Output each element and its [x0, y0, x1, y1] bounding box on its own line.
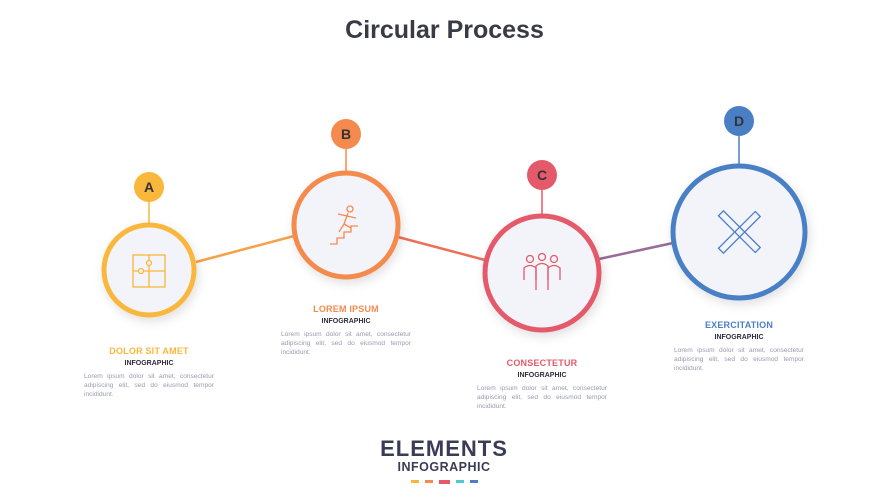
badge-c: C: [527, 160, 557, 190]
step-c-text: CONSECTETUR INFOGRAPHIC Lorem ipsum dolo…: [477, 358, 607, 411]
team-icon: [523, 252, 561, 290]
page-title: Circular Process: [345, 16, 544, 44]
step-label: CONSECTETUR: [506, 358, 578, 368]
elements-logo: ELEMENTS INFOGRAPHIC: [344, 438, 544, 484]
puzzle-icon: [132, 254, 166, 288]
step-c-circle: [482, 213, 602, 333]
step-d-text: EXERCITATION INFOGRAPHIC Lorem ipsum dol…: [674, 320, 804, 373]
logo-line1: ELEMENTS: [380, 436, 508, 461]
step-desc: Lorem ipsum dolor sit amet, consectetur …: [281, 331, 411, 356]
step-label: LOREM IPSUM: [313, 304, 379, 314]
step-d-circle: [670, 163, 808, 301]
stairs-climber-icon: [330, 205, 358, 245]
step-label: DOLOR SIT AMET: [109, 346, 189, 356]
svg-text:B: B: [341, 126, 351, 142]
connector-a-b: [195, 234, 295, 264]
connector-b-c: [397, 235, 486, 262]
badge-b: B: [331, 119, 361, 149]
badge-a: A: [134, 172, 164, 202]
step-sub: INFOGRAPHIC: [321, 318, 371, 325]
step-desc: Lorem ipsum dolor sit amet, consectetur …: [477, 385, 607, 410]
connector-c-d: [598, 241, 674, 261]
step-sub: INFOGRAPHIC: [124, 360, 174, 367]
step-desc: Lorem ipsum dolor sit amet, consectetur …: [674, 347, 804, 372]
step-desc: Lorem ipsum dolor sit amet, consectetur …: [84, 373, 214, 398]
step-a-text: DOLOR SIT AMET INFOGRAPHIC Lorem ipsum d…: [84, 346, 214, 399]
badge-d: D: [724, 106, 754, 136]
svg-text:D: D: [734, 113, 744, 129]
svg-text:A: A: [144, 179, 154, 195]
logo-line2: INFOGRAPHIC: [397, 460, 491, 474]
pencil-ruler-icon: [717, 209, 762, 255]
step-b-text: LOREM IPSUM INFOGRAPHIC Lorem ipsum dolo…: [281, 304, 411, 357]
step-sub: INFOGRAPHIC: [714, 334, 764, 341]
step-sub: INFOGRAPHIC: [517, 372, 567, 379]
logo-color-dots: [344, 480, 544, 484]
step-label: EXERCITATION: [704, 320, 774, 330]
svg-text:C: C: [537, 167, 547, 183]
